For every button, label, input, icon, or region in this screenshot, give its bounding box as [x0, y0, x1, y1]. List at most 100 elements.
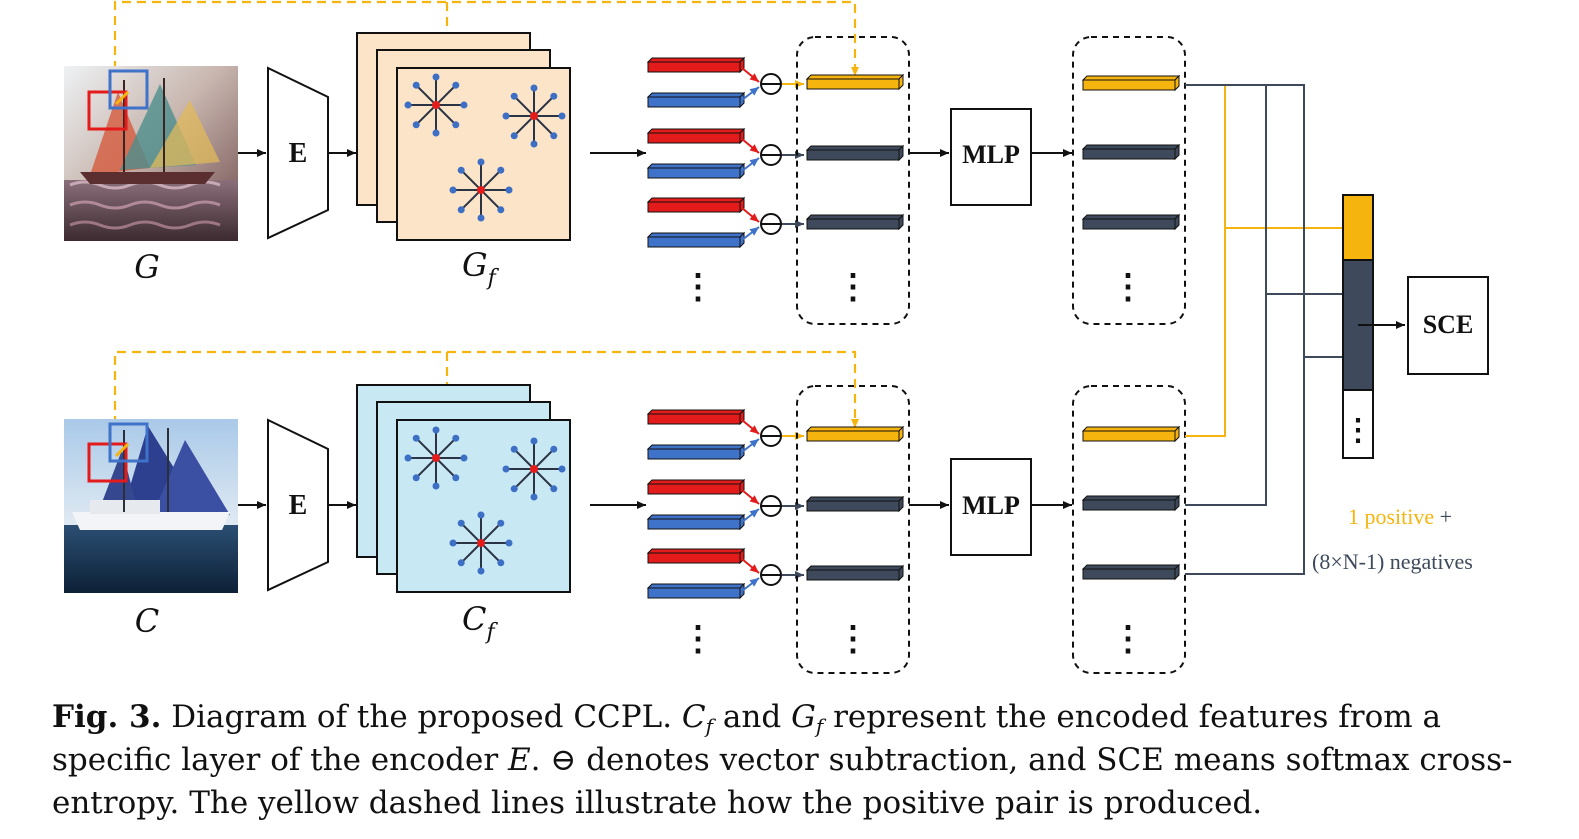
neighbor-dot — [477, 567, 485, 575]
center-dot — [432, 101, 440, 109]
neighbor-dot — [432, 129, 440, 137]
sce-box — [1407, 276, 1489, 375]
center-dot — [530, 465, 538, 473]
content-image — [64, 419, 238, 593]
neighbor-dot — [550, 92, 558, 100]
neighbor-spoke — [480, 542, 502, 564]
feature-stack-gf — [356, 32, 571, 241]
neighbor-dot — [412, 81, 420, 89]
neighbor-dot — [460, 454, 468, 462]
feature-vector-red — [646, 478, 746, 496]
neighbor-spoke — [415, 457, 437, 479]
arrow-blue-to-sub — [741, 438, 760, 453]
ellipsis-diff-top: ⋮ — [836, 269, 870, 306]
neighbor-dot — [460, 101, 468, 109]
mlp-box-bottom — [950, 458, 1032, 556]
neighbor-dot — [432, 73, 440, 81]
neighbor-spoke — [460, 522, 482, 544]
neighbor-spoke — [415, 84, 437, 106]
difference-vector-positive — [805, 73, 905, 91]
feature-vector-red — [646, 547, 746, 565]
neighbor-dot — [505, 186, 513, 194]
neighbor-dot — [449, 539, 457, 547]
ellipsis-diff-bottom: ⋮ — [836, 621, 870, 658]
neighbor-spoke — [435, 104, 457, 126]
neighbor-spoke — [513, 468, 535, 490]
neighbor-dot — [457, 559, 465, 567]
vector-pairs-top — [646, 56, 905, 249]
ellipsis-proj-top: ⋮ — [1111, 269, 1145, 306]
neighbor-star — [404, 426, 468, 490]
center-dot — [530, 112, 538, 120]
feature-vector-blue — [646, 231, 746, 249]
neighbor-spoke — [513, 95, 535, 117]
neighbor-dot — [412, 474, 420, 482]
neighbor-spoke — [480, 189, 502, 211]
feature-vector-blue — [646, 443, 746, 461]
neighbor-dot — [452, 434, 460, 442]
neighbor-dot — [432, 482, 440, 490]
ellipsis-vectors-top: ⋮ — [681, 269, 715, 306]
neighbor-spoke — [435, 457, 457, 479]
feature-label-gf: Gf — [462, 246, 500, 291]
neighbor-spoke — [513, 115, 535, 137]
mlp-box-top — [950, 108, 1032, 206]
neighbor-star — [449, 511, 513, 575]
stylized-image — [64, 66, 238, 241]
neighbor-dot — [530, 140, 538, 148]
neighbor-spoke — [415, 437, 437, 459]
difference-vector — [805, 495, 905, 513]
image-label-c: C — [135, 602, 159, 640]
feature-vector-blue — [646, 582, 746, 600]
neighbor-dot — [452, 81, 460, 89]
neighbor-star — [502, 84, 566, 148]
neighbor-dot — [558, 112, 566, 120]
neighbor-spoke — [533, 468, 555, 490]
routing-lines — [1185, 84, 1342, 575]
ellipsis-vectors-bottom: ⋮ — [681, 621, 715, 658]
neighbor-dot — [497, 206, 505, 214]
neighbor-spoke — [513, 448, 535, 470]
neighbor-dot — [449, 186, 457, 194]
legend-positive: 1 positive + — [1348, 504, 1452, 529]
feature-vector-blue — [646, 91, 746, 109]
arrow-blue-to-sub — [741, 226, 760, 241]
neighbor-dot — [530, 437, 538, 445]
neighbor-dot — [477, 158, 485, 166]
projected-vectors-bottom — [1081, 425, 1181, 581]
neighbor-dot — [550, 132, 558, 140]
neighbor-dot — [457, 166, 465, 174]
neighbor-spoke — [415, 104, 437, 126]
neighbor-dot — [510, 132, 518, 140]
neighbor-dot — [530, 84, 538, 92]
difference-vector-positive — [805, 425, 905, 443]
vector-pairs-bottom — [646, 408, 905, 600]
neighbor-spoke — [435, 437, 457, 459]
neighbor-spoke — [460, 542, 482, 564]
neighbor-spoke — [460, 189, 482, 211]
neighbor-dot — [510, 485, 518, 493]
figure-caption: Fig. 3. Diagram of the proposed CCPL. Cf… — [52, 699, 1513, 821]
feature-vector-blue — [646, 513, 746, 531]
feature-vector-red — [646, 56, 746, 74]
neighbor-spoke — [480, 169, 502, 191]
logits-ellipsis: ⋮ — [1343, 414, 1373, 447]
legend-negatives: (8×N-1) negatives — [1312, 549, 1473, 574]
arrow-red-to-sub — [741, 419, 760, 435]
encoder-trapezoid — [267, 66, 329, 240]
feature-label-cf: Cf — [462, 600, 498, 645]
neighbor-dot — [404, 101, 412, 109]
neighbor-dot — [550, 445, 558, 453]
arrow-red-to-sub — [741, 207, 760, 223]
neighbor-dot — [497, 519, 505, 527]
neighbor-dot — [457, 519, 465, 527]
projected-vectors-box-bottom — [1072, 385, 1186, 674]
arrow-red-to-sub — [741, 67, 760, 83]
center-dot — [477, 186, 485, 194]
image-label-g: G — [134, 248, 160, 286]
neighbor-spoke — [435, 84, 457, 106]
arrow-red-to-sub — [741, 138, 760, 154]
arrow-blue-to-sub — [741, 508, 760, 523]
neighbor-dot — [550, 485, 558, 493]
difference-vectors-box-bottom — [796, 385, 910, 674]
